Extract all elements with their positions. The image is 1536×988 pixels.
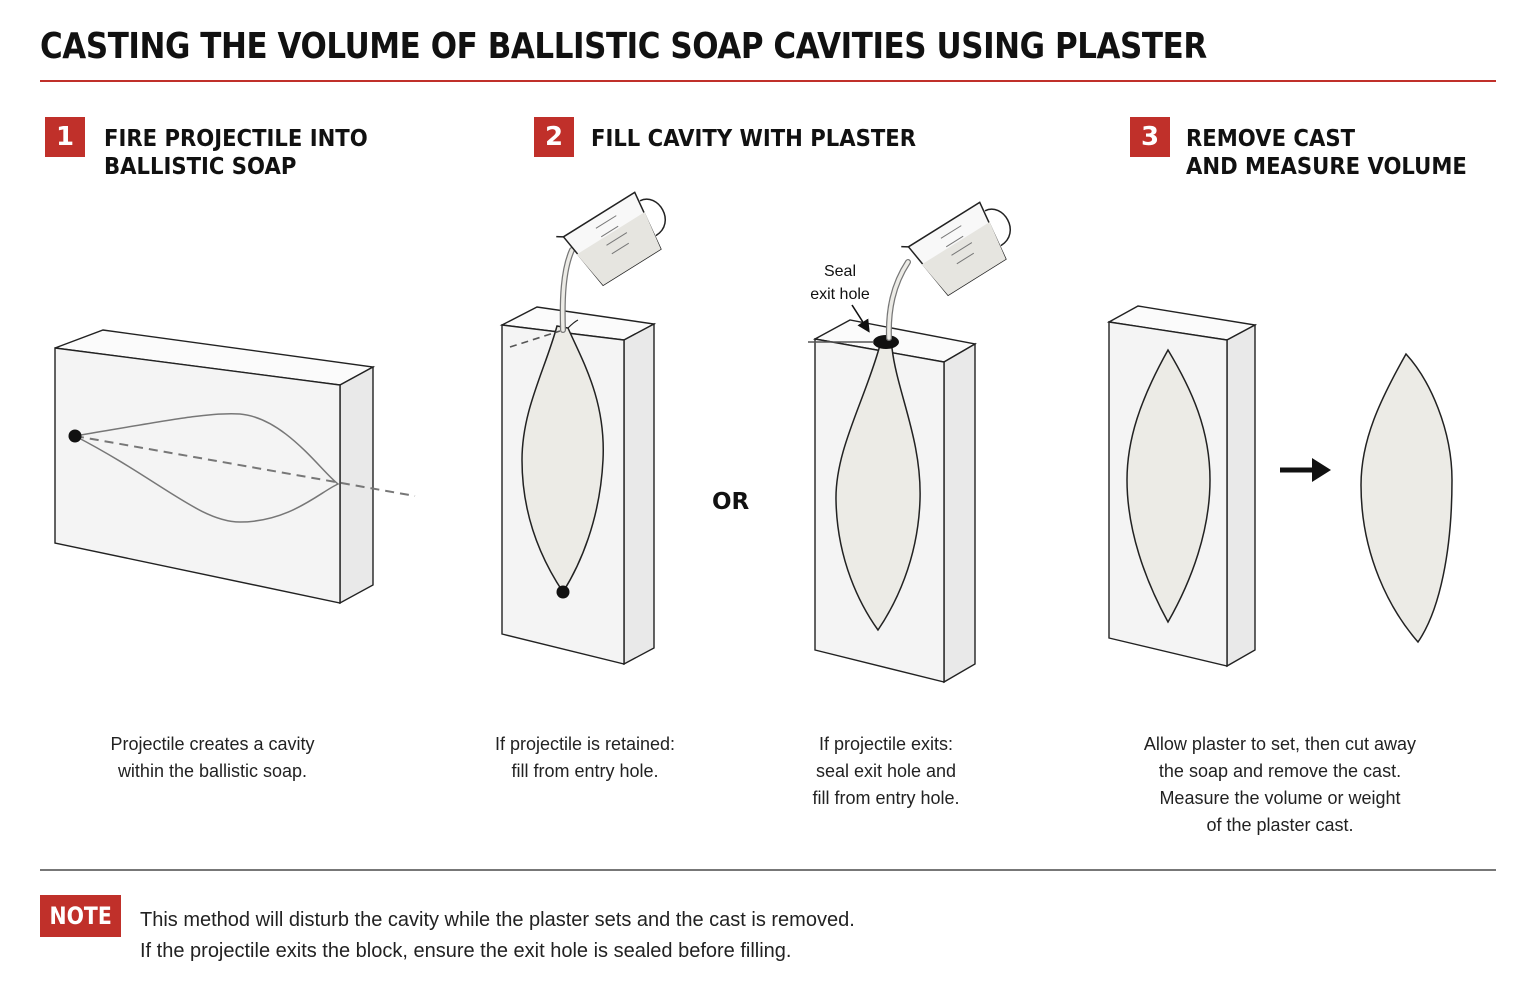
note-line-2: If the projectile exits the block, ensur… [140,940,792,962]
soap-block-2b [808,201,1011,684]
caption-step-3-line-3: Measure the volume or weight [1159,788,1401,808]
caption-step-3-line-1: Allow plaster to set, then cut away [1143,734,1417,754]
soap-block-2a [499,191,666,666]
caption-step-1-line-1: Projectile creates a cavity [110,734,315,754]
step-2-number: 2 [534,117,574,157]
caption-step-1-line-2: within the ballistic soap. [117,761,308,781]
measuring-cup-icon [901,201,1011,297]
caption-step-2b-line-1: If projectile exits: [818,734,954,754]
soap-block-1-front [54,347,341,604]
cavity-outline-1 [72,412,340,523]
caption-step-2b: If projectile exits: seal exit hole and … [770,731,1002,812]
exit-hole-seal [873,335,899,349]
caption-step-3: Allow plaster to set, then cut away the … [1110,731,1450,839]
note-text: This method will disturb the cavity whil… [140,905,855,967]
seal-exit-hole-label: Seal exit hole [800,260,880,306]
caption-step-3-line-2: the soap and remove the cast. [1158,761,1402,781]
caption-step-2a-line-1: If projectile is retained: [494,734,676,754]
step-3-title: REMOVE CAST AND MEASURE VOLUME [1186,125,1467,181]
step-3-title-line-1: REMOVE CAST [1186,126,1356,152]
measuring-cup-icon [556,191,666,287]
note-badge-label: NOTE [49,902,112,930]
note-line-1: This method will disturb the cavity whil… [140,909,855,931]
or-label: OR [712,489,750,515]
step-1-title: FIRE PROJECTILE INTO BALLISTIC SOAP [104,125,368,181]
cavity-filled-2b [835,344,921,632]
soap-block-3 [1106,305,1258,668]
page-title: CASTING THE VOLUME OF BALLISTIC SOAP CAV… [40,26,1207,67]
arrow-right-icon [1280,458,1331,482]
caption-step-1: Projectile creates a cavity within the b… [60,731,365,785]
seal-label-line-1: Seal [823,263,857,280]
caption-step-2b-line-2: seal exit hole and [815,761,957,781]
caption-step-3-line-4: of the plaster cast. [1206,815,1354,835]
step-1-title-line-2: BALLISTIC SOAP [104,154,297,180]
projectile-dot-icon [556,585,570,599]
projectile-dot-icon [68,429,82,443]
step-1-title-line-1: FIRE PROJECTILE INTO [104,126,368,152]
title-divider [40,80,1496,82]
plaster-cast [1360,352,1453,644]
seal-label-line-2: exit hole [810,286,870,303]
step-1-number: 1 [45,117,85,157]
caption-step-2b-line-3: fill from entry hole. [812,788,960,808]
step-3-title-line-2: AND MEASURE VOLUME [1186,154,1467,180]
caption-step-2a: If projectile is retained: fill from ent… [460,731,710,785]
step-3-number: 3 [1130,117,1170,157]
seal-pointer-arrow [851,304,870,333]
trajectory-line [74,435,416,497]
step-2-title-line-1: FILL CAVITY WITH PLASTER [591,126,917,152]
cast-in-soap [1126,348,1211,624]
soap-block-1 [54,329,416,605]
step-2-title: FILL CAVITY WITH PLASTER [591,125,916,153]
note-badge: NOTE [40,895,121,937]
caption-step-2a-line-2: fill from entry hole. [511,761,659,781]
note-divider [40,869,1496,871]
